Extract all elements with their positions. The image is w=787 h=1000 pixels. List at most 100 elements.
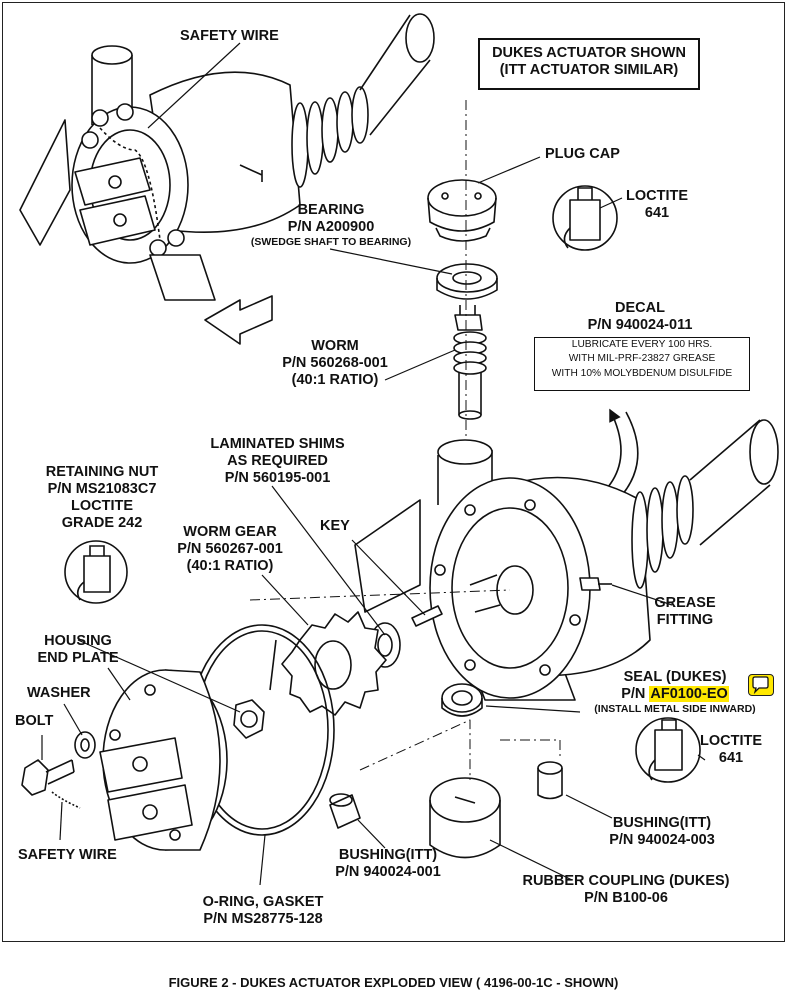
label-line: P/N B100-06 <box>584 890 668 907</box>
label-line: BEARING <box>297 202 365 218</box>
loctite-bottle-left <box>64 540 128 604</box>
seal-pn-highlight: AF0100-EO <box>649 686 729 703</box>
label-line: LOCTITE <box>700 733 763 749</box>
label-line: P/N 560195-001 <box>224 470 331 487</box>
label-line: P/N 940024-001 <box>335 864 441 881</box>
label-housing: HOUSING END PLATE <box>28 633 128 667</box>
label-line: GREASE <box>654 595 716 611</box>
label-grease-fitting: GREASE FITTING <box>640 595 730 629</box>
leader-rubber-coupling <box>489 839 573 881</box>
leader-bearing <box>329 248 453 275</box>
leader-safety-wire-top <box>147 42 241 129</box>
label-line: FITTING <box>656 612 714 629</box>
loctite-bottle-top <box>552 185 618 251</box>
label-bolt: BOLT <box>15 713 53 730</box>
decal-text-box: LUBRICATE EVERY 100 HRS. WITH MIL-PRF-23… <box>534 337 750 391</box>
leader-worm-gear <box>261 574 309 626</box>
bushing-left <box>329 793 361 829</box>
leader-loctite-bottom <box>697 754 706 761</box>
direction-arrow <box>204 295 273 345</box>
seal-pn-prefix: P/N <box>621 686 650 703</box>
main-actuator-body <box>354 419 779 701</box>
top-actuator-assembly <box>19 13 435 301</box>
key-part <box>411 605 443 627</box>
label-worm: WORM P/N 560268-001 (40:1 RATIO) <box>270 338 400 389</box>
label-bushing-left: BUSHING(ITT) P/N 940024-001 <box>318 847 458 881</box>
plug-cap <box>427 179 497 242</box>
washer <box>74 731 96 759</box>
leader-retaining-nut <box>77 639 241 713</box>
label-line: DECAL <box>615 300 665 316</box>
label-line: 641 <box>718 750 744 767</box>
label-line: P/N 940024-011 <box>587 317 693 334</box>
label-worm-gear: WORM GEAR P/N 560267-001 (40:1 RATIO) <box>165 524 295 575</box>
label-line: P/N 560268-001 <box>282 355 388 372</box>
label-line: RUBBER COUPLING (DUKES) <box>522 873 730 889</box>
label-line: BUSHING(ITT) <box>612 815 712 831</box>
leader-safety-wire-bottom <box>59 801 63 841</box>
label-line: (40:1 RATIO) <box>186 558 274 575</box>
label-text: WASHER <box>27 685 91 701</box>
worm-shaft <box>453 305 487 420</box>
label-line: O-RING, GASKET <box>202 894 324 910</box>
figure-caption: FIGURE 2 - DUKES ACTUATOR EXPLODED VIEW … <box>168 975 619 990</box>
label-loctite-top: LOCTITE 641 <box>626 188 688 222</box>
bearing <box>436 263 498 300</box>
rubber-coupling <box>429 777 501 859</box>
decal-line: WITH 10% MOLYBDENUM DISULFIDE <box>551 367 733 379</box>
label-rubber-coupling: RUBBER COUPLING (DUKES) P/N B100-06 <box>506 873 746 907</box>
label-text: KEY <box>320 518 350 534</box>
label-line: AS REQUIRED <box>227 453 328 470</box>
label-plug-cap: PLUG CAP <box>545 146 620 163</box>
label-line: P/N 940024-003 <box>609 832 715 849</box>
label-decal: DECAL P/N 940024-011 <box>560 300 720 334</box>
leader-bushing-right <box>565 794 613 819</box>
leader-washer <box>63 703 83 736</box>
label-seal: SEAL (DUKES) P/N AF0100-EO (INSTALL META… <box>575 669 775 716</box>
leader-shims <box>271 485 386 636</box>
decal-line: WITH MIL-PRF-23827 GREASE <box>568 353 716 365</box>
label-safety-wire-bottom: SAFETY WIRE <box>18 847 117 864</box>
label-loctite-bottom: LOCTITE 641 <box>700 733 762 767</box>
leader-housing <box>107 667 131 701</box>
leader-o-ring <box>259 834 266 886</box>
label-line: P/N A200900 <box>287 219 375 236</box>
label-line: P/N MS21083C7 <box>47 481 157 498</box>
figure-frame <box>2 2 785 942</box>
bolt <box>21 759 81 809</box>
label-text: SAFETY WIRE <box>180 28 279 44</box>
label-bushing-right: BUSHING(ITT) P/N 940024-003 <box>592 815 732 849</box>
label-washer: WASHER <box>27 685 91 702</box>
note-box-text: DUKES ACTUATOR SHOWN (ITT ACTUATOR SIMIL… <box>478 45 700 79</box>
label-shims: LAMINATED SHIMS AS REQUIRED P/N 560195-0… <box>190 436 365 487</box>
housing-end-plate <box>99 669 228 851</box>
leader-plug-cap <box>477 156 541 184</box>
loctite-bottle-bottom <box>635 717 701 783</box>
seal <box>441 683 483 717</box>
label-text: BOLT <box>15 713 54 729</box>
leader-grease <box>611 584 673 606</box>
label-line: RETAINING NUT <box>45 464 159 480</box>
bushing-right <box>537 761 563 800</box>
label-o-ring: O-RING, GASKET P/N MS28775-128 <box>188 894 338 928</box>
note-line-2: (ITT ACTUATOR SIMILAR) <box>499 62 679 79</box>
label-line: P/N AF0100-EO <box>575 686 775 703</box>
label-line: BUSHING(ITT) <box>338 847 438 863</box>
label-text: PLUG CAP <box>545 146 620 162</box>
label-line: HOUSING <box>44 633 112 649</box>
retaining-nut <box>233 699 265 739</box>
comment-icon[interactable] <box>748 674 774 696</box>
note-box <box>478 38 700 90</box>
label-bearing: BEARING P/N A200900 (SWEDGE SHAFT TO BEA… <box>236 202 426 249</box>
label-line: (SWEDGE SHAFT TO BEARING) <box>250 236 412 249</box>
leader-bushing-left <box>357 819 386 849</box>
label-line: WORM GEAR <box>183 524 277 540</box>
label-line: SEAL (DUKES) <box>623 669 727 685</box>
label-line: (INSTALL METAL SIDE INWARD) <box>594 703 756 716</box>
label-retaining-nut: RETAINING NUT P/N MS21083C7 LOCTITE GRAD… <box>22 464 182 532</box>
label-line: LOCTITE <box>70 498 134 515</box>
label-line: GRADE 242 <box>61 515 143 532</box>
worm-gear <box>269 611 387 716</box>
note-line-1: DUKES ACTUATOR SHOWN <box>492 45 686 61</box>
